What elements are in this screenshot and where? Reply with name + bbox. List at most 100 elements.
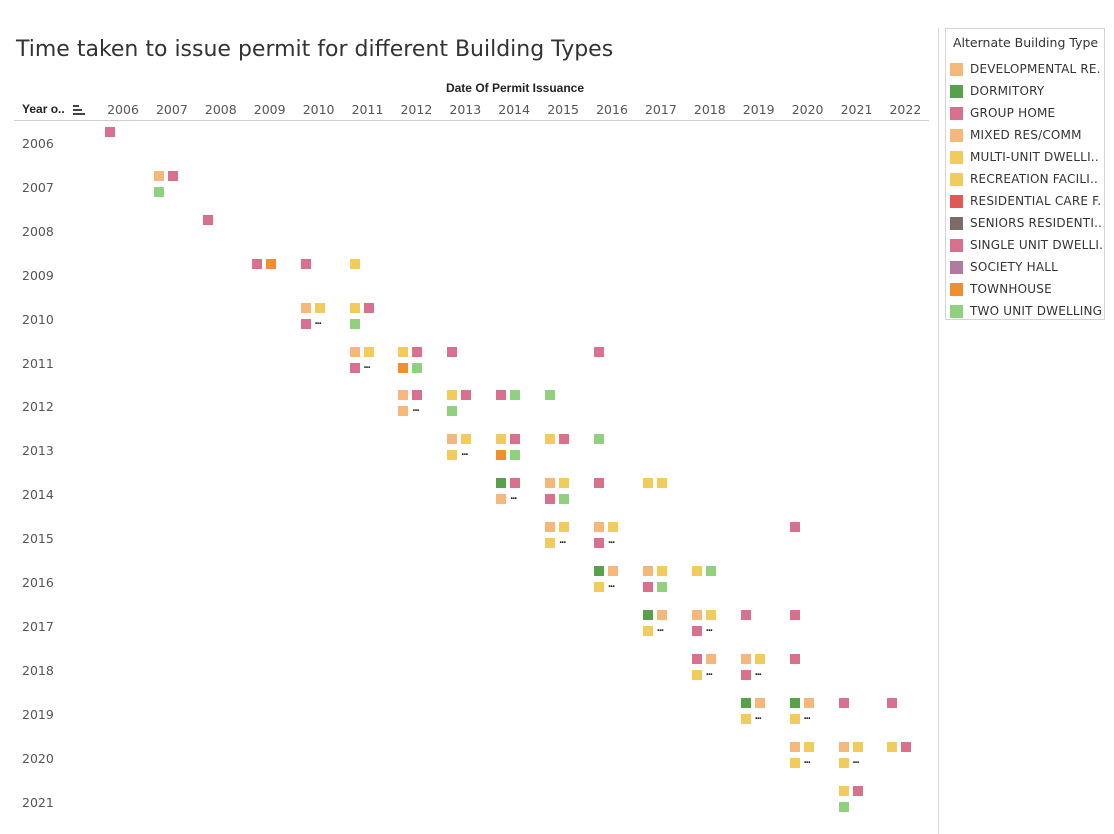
mark-dev-2015-2015[interactable] [545,522,556,533]
mark-multi-2018-2018[interactable] [691,669,702,680]
mark-dev-2020-2020[interactable] [789,741,800,752]
mark-single-2012-2013[interactable] [461,390,472,401]
mark-multi-2016-2017[interactable] [656,566,667,576]
mark-two-2014-2015[interactable] [559,494,570,505]
more-marks-2015-2016[interactable]: ... [608,534,615,547]
mark-single-2014-2014[interactable] [510,478,521,489]
more-marks-2020-2020[interactable]: ... [803,753,811,766]
mark-dorm-2019-2020[interactable] [789,697,800,708]
mark-two-2012-2015[interactable] [545,390,556,401]
mark-dev-2014-2015[interactable] [545,478,556,489]
mark-multi-2015-2015[interactable] [545,538,556,549]
mark-multi-2017-2017[interactable] [642,625,653,636]
mark-single-2010-2011[interactable] [363,302,374,313]
more-marks-2019-2019[interactable]: ... [754,709,762,722]
mark-town-2013-2014[interactable] [496,450,507,461]
mark-multi-2013-2015[interactable] [545,434,556,445]
mark-dorm-2016-2016[interactable] [594,566,604,576]
mark-single-2016-2017[interactable] [642,582,653,592]
mark-single-2017-2020[interactable] [789,609,800,620]
mark-single-2014-2016[interactable] [594,478,604,489]
mark-two-2007-2007[interactable] [153,186,164,197]
mark-single-2021-2021[interactable] [852,785,863,796]
mark-dev-2010-2010[interactable] [300,302,311,313]
mark-single-2010-2010[interactable] [300,318,311,329]
mark-single-2018-2019[interactable] [740,669,751,680]
mark-dev-2016-2017[interactable] [642,566,653,576]
mark-multi-2016-2016[interactable] [594,582,604,592]
mark-single-2011-2013[interactable] [447,346,458,357]
mark-dev-2014-2014[interactable] [496,494,507,505]
mark-single-2020-2022[interactable] [901,741,912,752]
mark-single-2017-2019[interactable] [740,609,751,620]
mark-multi-2014-2015[interactable] [559,478,570,489]
mark-town-2009-2009[interactable] [265,258,276,269]
legend-item-dev[interactable]: DEVELOPMENTAL RE.. [950,60,1102,78]
mark-single-2009-2010[interactable] [300,258,311,269]
mark-dev-2017-2017[interactable] [656,609,667,620]
more-marks-2017-2017[interactable]: ... [656,621,664,634]
mark-multi-2020-2020[interactable] [789,757,800,768]
mark-single-2013-2014[interactable] [510,434,521,445]
legend-item-society[interactable]: SOCIETY HALL [950,258,1102,276]
mark-multi-2014-2017[interactable] [642,478,653,489]
mark-two-2013-2016[interactable] [594,434,604,445]
mark-multi-2009-2011[interactable] [349,258,360,269]
legend-item-group[interactable]: GROUP HOME [950,104,1102,122]
mark-single-2008-2008[interactable] [202,214,213,225]
mark-dev-2020-2021[interactable] [838,741,849,752]
mark-multi-2015-2016[interactable] [608,522,618,533]
mark-multi-2020-2021[interactable] [852,741,863,752]
mark-multi-2016-2018[interactable] [691,566,702,576]
mark-single-2012-2014[interactable] [496,390,507,401]
mark-multi-2011-2011[interactable] [363,346,374,357]
mark-single-2013-2015[interactable] [559,434,570,445]
mark-multi-2021-2021[interactable] [838,785,849,796]
mark-multi-2013-2013[interactable] [447,450,458,461]
mark-dev-2007-2007[interactable] [153,170,164,181]
mark-single-2015-2016[interactable] [594,538,604,549]
legend-item-mixed[interactable]: MIXED RES/COMM [950,126,1102,144]
mark-single-2009-2009[interactable] [251,258,262,269]
mark-single-2017-2018[interactable] [691,625,702,636]
more-marks-2016-2016[interactable]: ... [608,578,615,590]
more-marks-2012-2012[interactable]: ... [412,402,419,415]
mark-multi-2012-2013[interactable] [447,390,458,401]
mark-single-2019-2022[interactable] [887,697,898,708]
mark-dev-2012-2012[interactable] [398,406,409,417]
mark-two-2012-2014[interactable] [510,390,521,401]
mark-multi-2019-2020[interactable] [789,713,800,724]
mark-town-2011-2012[interactable] [398,362,409,373]
more-marks-2018-2019[interactable]: ... [754,665,762,678]
more-marks-2011-2011[interactable]: ... [363,358,371,371]
mark-dorm-2019-2019[interactable] [740,697,751,708]
more-marks-2010-2010[interactable]: ... [314,314,322,327]
mark-dev-2013-2013[interactable] [447,434,458,445]
legend-item-multi[interactable]: MULTI-UNIT DWELLI.. [950,148,1102,166]
mark-single-2019-2021[interactable] [838,697,849,708]
mark-two-2011-2012[interactable] [412,362,423,373]
mark-single-2018-2020[interactable] [789,653,800,664]
mark-multi-2014-2017[interactable] [656,478,667,489]
mark-two-2016-2018[interactable] [705,566,716,576]
mark-multi-2013-2014[interactable] [496,434,507,445]
mark-single-2018-2018[interactable] [691,653,702,664]
legend-item-dorm[interactable]: DORMITORY [950,82,1102,100]
mark-dev-2019-2019[interactable] [754,697,765,708]
mark-dev-2012-2012[interactable] [398,390,409,401]
more-marks-2014-2014[interactable]: ... [510,490,517,503]
legend-item-single[interactable]: SINGLE UNIT DWELLI.. [950,236,1102,254]
mark-single-2014-2015[interactable] [545,494,556,505]
mark-multi-2019-2019[interactable] [740,713,751,724]
mark-dorm-2014-2014[interactable] [496,478,507,489]
more-marks-2013-2013[interactable]: ... [461,446,468,459]
mark-dev-2016-2016[interactable] [608,566,618,576]
mark-multi-2020-2022[interactable] [887,741,898,752]
mark-single-2015-2020[interactable] [789,522,800,533]
mark-multi-2020-2020[interactable] [803,741,814,752]
mark-dev-2017-2018[interactable] [691,609,702,620]
mark-multi-2015-2015[interactable] [559,522,570,533]
mark-multi-2010-2011[interactable] [349,302,360,313]
mark-dorm-2017-2017[interactable] [642,609,653,620]
mark-single-2011-2012[interactable] [412,346,423,357]
